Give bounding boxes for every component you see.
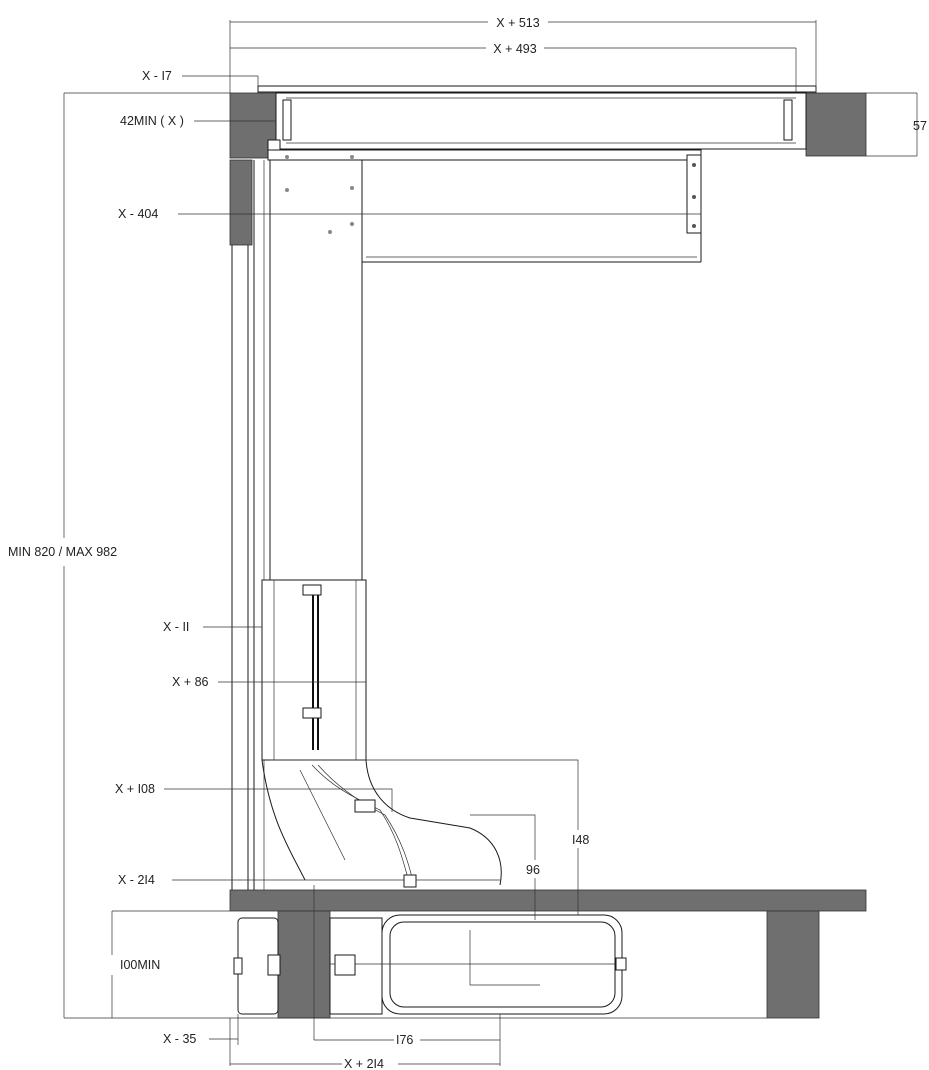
dim-x-plus-86: X + 86 xyxy=(172,675,209,689)
dim-176: I76 xyxy=(396,1033,413,1047)
side-panel-left xyxy=(231,160,255,890)
dim-x-minus-17: X - I7 xyxy=(142,69,172,83)
dim-x-plus-214-bottom: X + 2I4 xyxy=(344,1057,384,1070)
fan-unit xyxy=(233,914,627,1015)
dim-42-min: 42MIN ( X ) xyxy=(120,114,184,128)
dim-top-inner: X + 493 xyxy=(493,42,536,56)
dim-height-range: MIN 820 / MAX 982 xyxy=(8,545,117,559)
dim-100-min: I00MIN xyxy=(120,958,160,972)
worktop-left-block xyxy=(229,92,277,246)
dim-x-minus-35: X - 35 xyxy=(163,1032,196,1046)
base-support-right xyxy=(766,910,820,1019)
dim-148: I48 xyxy=(572,833,589,847)
base-shelf xyxy=(229,889,867,912)
hob-top xyxy=(257,85,817,157)
dim-x-minus-11: X - II xyxy=(163,620,189,634)
dimension-lines xyxy=(63,20,918,1066)
dim-x-plus-108: X + I08 xyxy=(115,782,155,796)
dim-top-overall: X + 513 xyxy=(496,16,539,30)
dim-96: 96 xyxy=(526,863,540,877)
dim-x-minus-214-upper: X - 2I4 xyxy=(118,873,155,887)
worktop-right-block xyxy=(805,92,867,157)
dim-57: 57 xyxy=(913,119,927,133)
duct-assembly xyxy=(261,149,702,890)
base-support-left xyxy=(277,910,331,1019)
dim-x-minus-404: X - 404 xyxy=(118,207,158,221)
